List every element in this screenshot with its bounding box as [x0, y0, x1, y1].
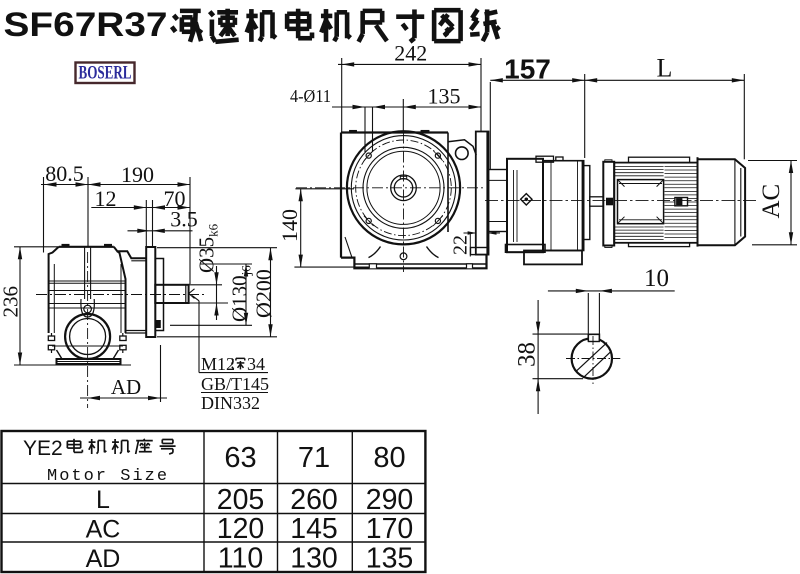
- svg-text:71: 71: [298, 442, 330, 474]
- svg-text:34: 34: [247, 354, 265, 374]
- svg-text:L: L: [96, 486, 110, 514]
- svg-text:70: 70: [164, 186, 186, 211]
- svg-text:AC: AC: [758, 184, 785, 219]
- svg-text:3.5: 3.5: [170, 207, 198, 232]
- svg-text:80: 80: [373, 442, 405, 474]
- svg-text:140: 140: [277, 209, 302, 242]
- svg-text:260: 260: [290, 484, 338, 516]
- svg-text:4-Ø11: 4-Ø11: [290, 86, 331, 106]
- svg-text:290: 290: [366, 484, 414, 516]
- svg-text:242: 242: [394, 41, 427, 66]
- svg-text:135: 135: [428, 84, 461, 109]
- svg-text:Ø200: Ø200: [251, 269, 276, 318]
- svg-text:190: 190: [121, 162, 154, 187]
- svg-text:SF67R37: SF67R37: [4, 6, 168, 44]
- svg-text:AD: AD: [86, 545, 121, 573]
- svg-text:DIN332: DIN332: [201, 393, 260, 413]
- svg-text:80.5: 80.5: [45, 161, 84, 186]
- svg-text:22: 22: [450, 235, 472, 255]
- svg-text:135: 135: [366, 543, 414, 574]
- svg-text:120: 120: [217, 513, 265, 545]
- svg-text:Motor Size: Motor Size: [47, 467, 169, 486]
- svg-text:110: 110: [218, 543, 263, 574]
- svg-text:M12: M12: [201, 354, 235, 374]
- svg-text:YE2: YE2: [23, 437, 63, 460]
- svg-text:12: 12: [95, 186, 117, 211]
- svg-text:GB/T145: GB/T145: [201, 374, 269, 394]
- svg-text:205: 205: [217, 484, 265, 516]
- svg-text:38: 38: [514, 342, 541, 367]
- svg-text:145: 145: [290, 513, 338, 545]
- svg-text:130: 130: [290, 543, 338, 574]
- svg-text:AC: AC: [86, 516, 121, 544]
- svg-text:Ø130j6: Ø130j6: [228, 265, 254, 322]
- svg-text:63: 63: [224, 442, 256, 474]
- svg-text:170: 170: [366, 513, 414, 545]
- svg-text:L: L: [657, 54, 673, 83]
- svg-text:157: 157: [504, 54, 551, 85]
- svg-text:BOSERL: BOSERL: [79, 63, 132, 84]
- svg-text:10: 10: [644, 265, 669, 292]
- svg-text:236: 236: [0, 286, 23, 318]
- svg-text:AD: AD: [111, 375, 141, 399]
